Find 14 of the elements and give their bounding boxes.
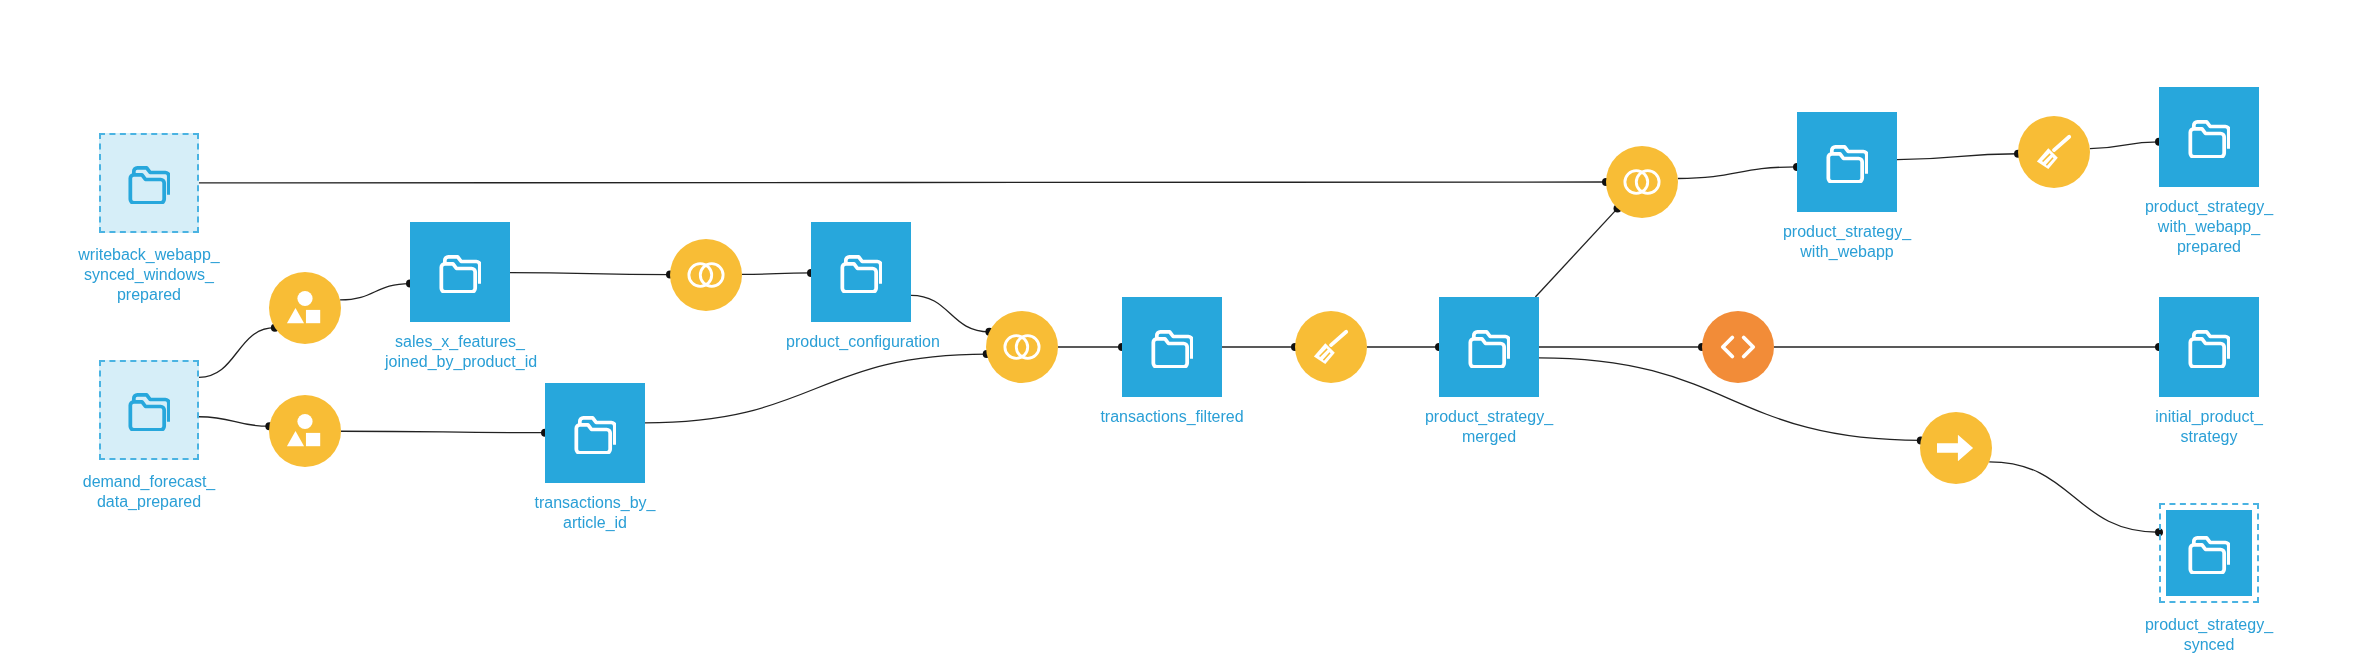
dataset-name: product_strategy_ with_webapp xyxy=(1781,222,1913,262)
connector-line xyxy=(198,323,279,378)
dataset-name: product_strategy_ with_webapp_ prepared xyxy=(2143,197,2275,257)
dataset-name: sales_x_features_ joined_by_product_id xyxy=(385,332,535,372)
dataset-name: transactions_by_ article_id xyxy=(533,493,657,533)
dataset-name: transactions_filtered xyxy=(1099,407,1245,427)
connector-line xyxy=(1534,204,1622,298)
dataset-name: writeback_webapp_ synced_windows_ prepared xyxy=(77,245,221,305)
dataset-name: initial_product_ strategy xyxy=(2154,407,2264,447)
connector-line xyxy=(910,294,994,336)
connector-line xyxy=(1988,461,2163,537)
dataset-name: product_strategy_ synced xyxy=(2143,615,2275,655)
dataset-name: demand_forecast_ data_prepared xyxy=(81,472,217,512)
dataset-name: product_strategy_ merged xyxy=(1423,407,1555,447)
